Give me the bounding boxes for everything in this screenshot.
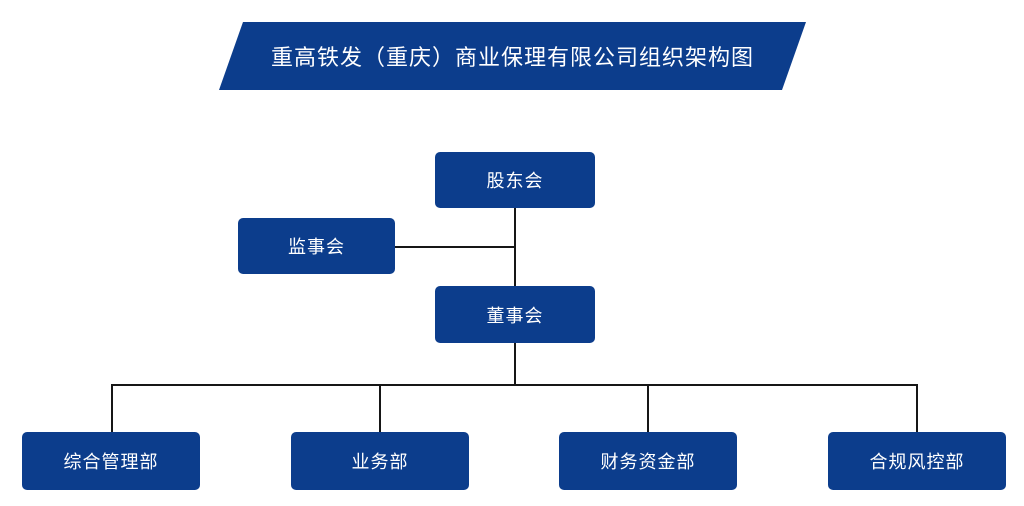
node-supervisors[interactable]: 监事会 [238,218,395,274]
node-department-finance[interactable]: 财务资金部 [559,432,737,490]
title-banner-shape [219,22,806,90]
node-directors[interactable]: 董事会 [435,286,595,343]
chart-title-banner: 重高铁发（重庆）商业保理有限公司组织架构图 [219,22,806,90]
node-shareholders[interactable]: 股东会 [435,152,595,208]
node-department-business[interactable]: 业务部 [291,432,469,490]
node-department-general-management[interactable]: 综合管理部 [22,432,200,490]
node-department-compliance-risk[interactable]: 合规风控部 [828,432,1006,490]
page-title: 重高铁发（重庆）商业保理有限公司组织架构图 [270,45,754,70]
